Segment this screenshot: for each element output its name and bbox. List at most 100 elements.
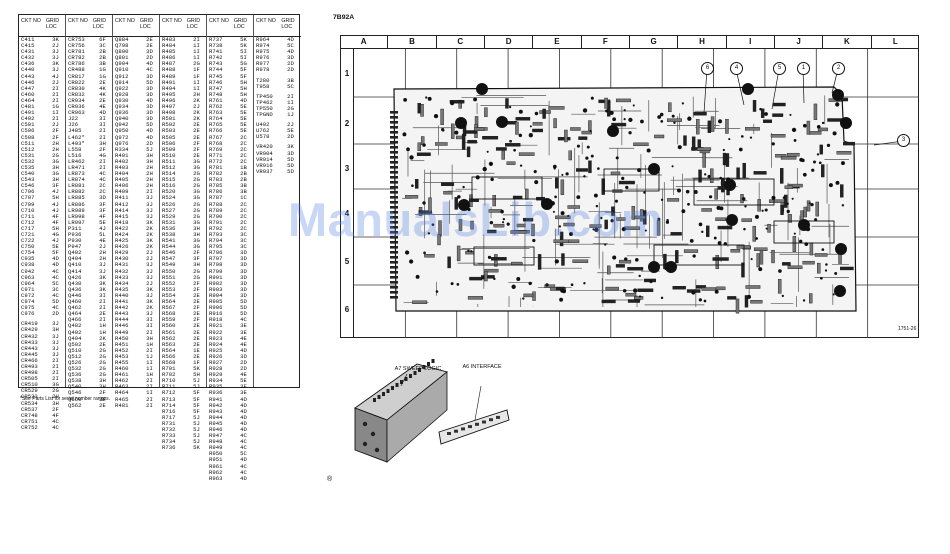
grid-location: 2I: [146, 189, 153, 196]
circuit-number: R923: [209, 335, 223, 342]
grid-location: 2E: [146, 37, 153, 43]
grid-location: 3J: [146, 207, 153, 214]
circuit-number: R943: [209, 408, 223, 415]
edge-connector-pin: [390, 296, 398, 299]
circuit-number: R935: [209, 384, 223, 391]
solder-pad: [793, 139, 797, 142]
circuit-number: R901: [209, 274, 223, 281]
grid-location: 4G: [99, 152, 106, 159]
grid-location: 4D: [52, 256, 59, 263]
grid-location: 4D: [287, 49, 294, 56]
component-symbol: [775, 154, 787, 158]
circuit-number: C508: [21, 134, 35, 141]
grid-location: 4E: [240, 341, 247, 348]
grid-location: 3F: [193, 256, 200, 263]
header-ckt-no: CKT NO: [115, 18, 135, 24]
circuit-number: R710: [162, 378, 176, 385]
grid-location: 2G: [287, 105, 294, 112]
grid-location: 3D: [240, 353, 247, 360]
component-symbol: [572, 259, 589, 263]
circuit-number: C722: [21, 238, 35, 245]
solder-pad: [614, 199, 618, 203]
grid-location: 3J: [146, 274, 153, 281]
grid-location: 3H: [146, 152, 153, 159]
circuit-number: R442: [115, 305, 129, 312]
solder-pad: [558, 225, 562, 228]
grid-location: 3E: [240, 329, 247, 336]
component-symbol: [806, 200, 811, 212]
solder-pad: [415, 274, 420, 279]
circuit-number: R462: [115, 378, 129, 385]
solder-pad: [506, 222, 510, 226]
solder-pad: [835, 102, 840, 107]
solder-pad: [789, 113, 792, 116]
circuit-number: L493*: [68, 140, 85, 147]
interface-label: A6 INTERFACE: [462, 364, 502, 370]
solder-pad: [586, 145, 590, 149]
circuit-number: T280: [256, 77, 270, 84]
grid-location: 5E: [240, 116, 247, 123]
grid-location: 3F: [52, 183, 59, 190]
component-symbol: [736, 167, 740, 180]
solder-pad: [740, 135, 744, 138]
grid-location: 3G: [193, 195, 200, 202]
grid-location: 2F: [193, 286, 200, 293]
grid-location: 2J: [193, 104, 200, 111]
grid-column-label: L: [892, 37, 898, 46]
circuit-number: R716: [162, 408, 176, 415]
edge-connector-pin: [390, 251, 398, 254]
circuit-number: CR832: [68, 91, 85, 98]
grid-location: 5D: [287, 156, 294, 163]
circuit-number: Q414: [68, 268, 82, 275]
component-symbol: [544, 284, 556, 288]
circuit-number: Q402: [68, 250, 82, 257]
circuit-number: R404: [115, 171, 129, 178]
solder-pad: [589, 129, 592, 132]
circuit-number: L462*: [68, 134, 85, 141]
solder-pad: [782, 196, 786, 199]
component-symbol: [581, 130, 592, 135]
component-symbol: [714, 188, 718, 200]
grid-location: 3H: [52, 327, 59, 334]
circuit-number: R743: [209, 61, 223, 68]
grid-location: 2I: [146, 396, 153, 403]
circuit-number: R946: [209, 427, 223, 433]
circuit-number: C532: [21, 158, 35, 165]
component-symbol: [417, 103, 421, 114]
grid-location: 3J: [146, 201, 153, 208]
component-symbol: [563, 222, 575, 227]
circuit-number: R553: [162, 286, 176, 293]
circuit-number: R560: [162, 323, 176, 330]
solder-pad: [791, 197, 794, 200]
circuit-number: C972: [21, 292, 35, 299]
circuit-number: C711: [21, 213, 35, 220]
circuit-number: R520: [162, 189, 176, 196]
component-symbol: [515, 121, 519, 135]
edge-connector-pin: [390, 276, 398, 279]
grid-location: 2I: [52, 116, 59, 123]
circuit-number: C750: [21, 244, 35, 251]
